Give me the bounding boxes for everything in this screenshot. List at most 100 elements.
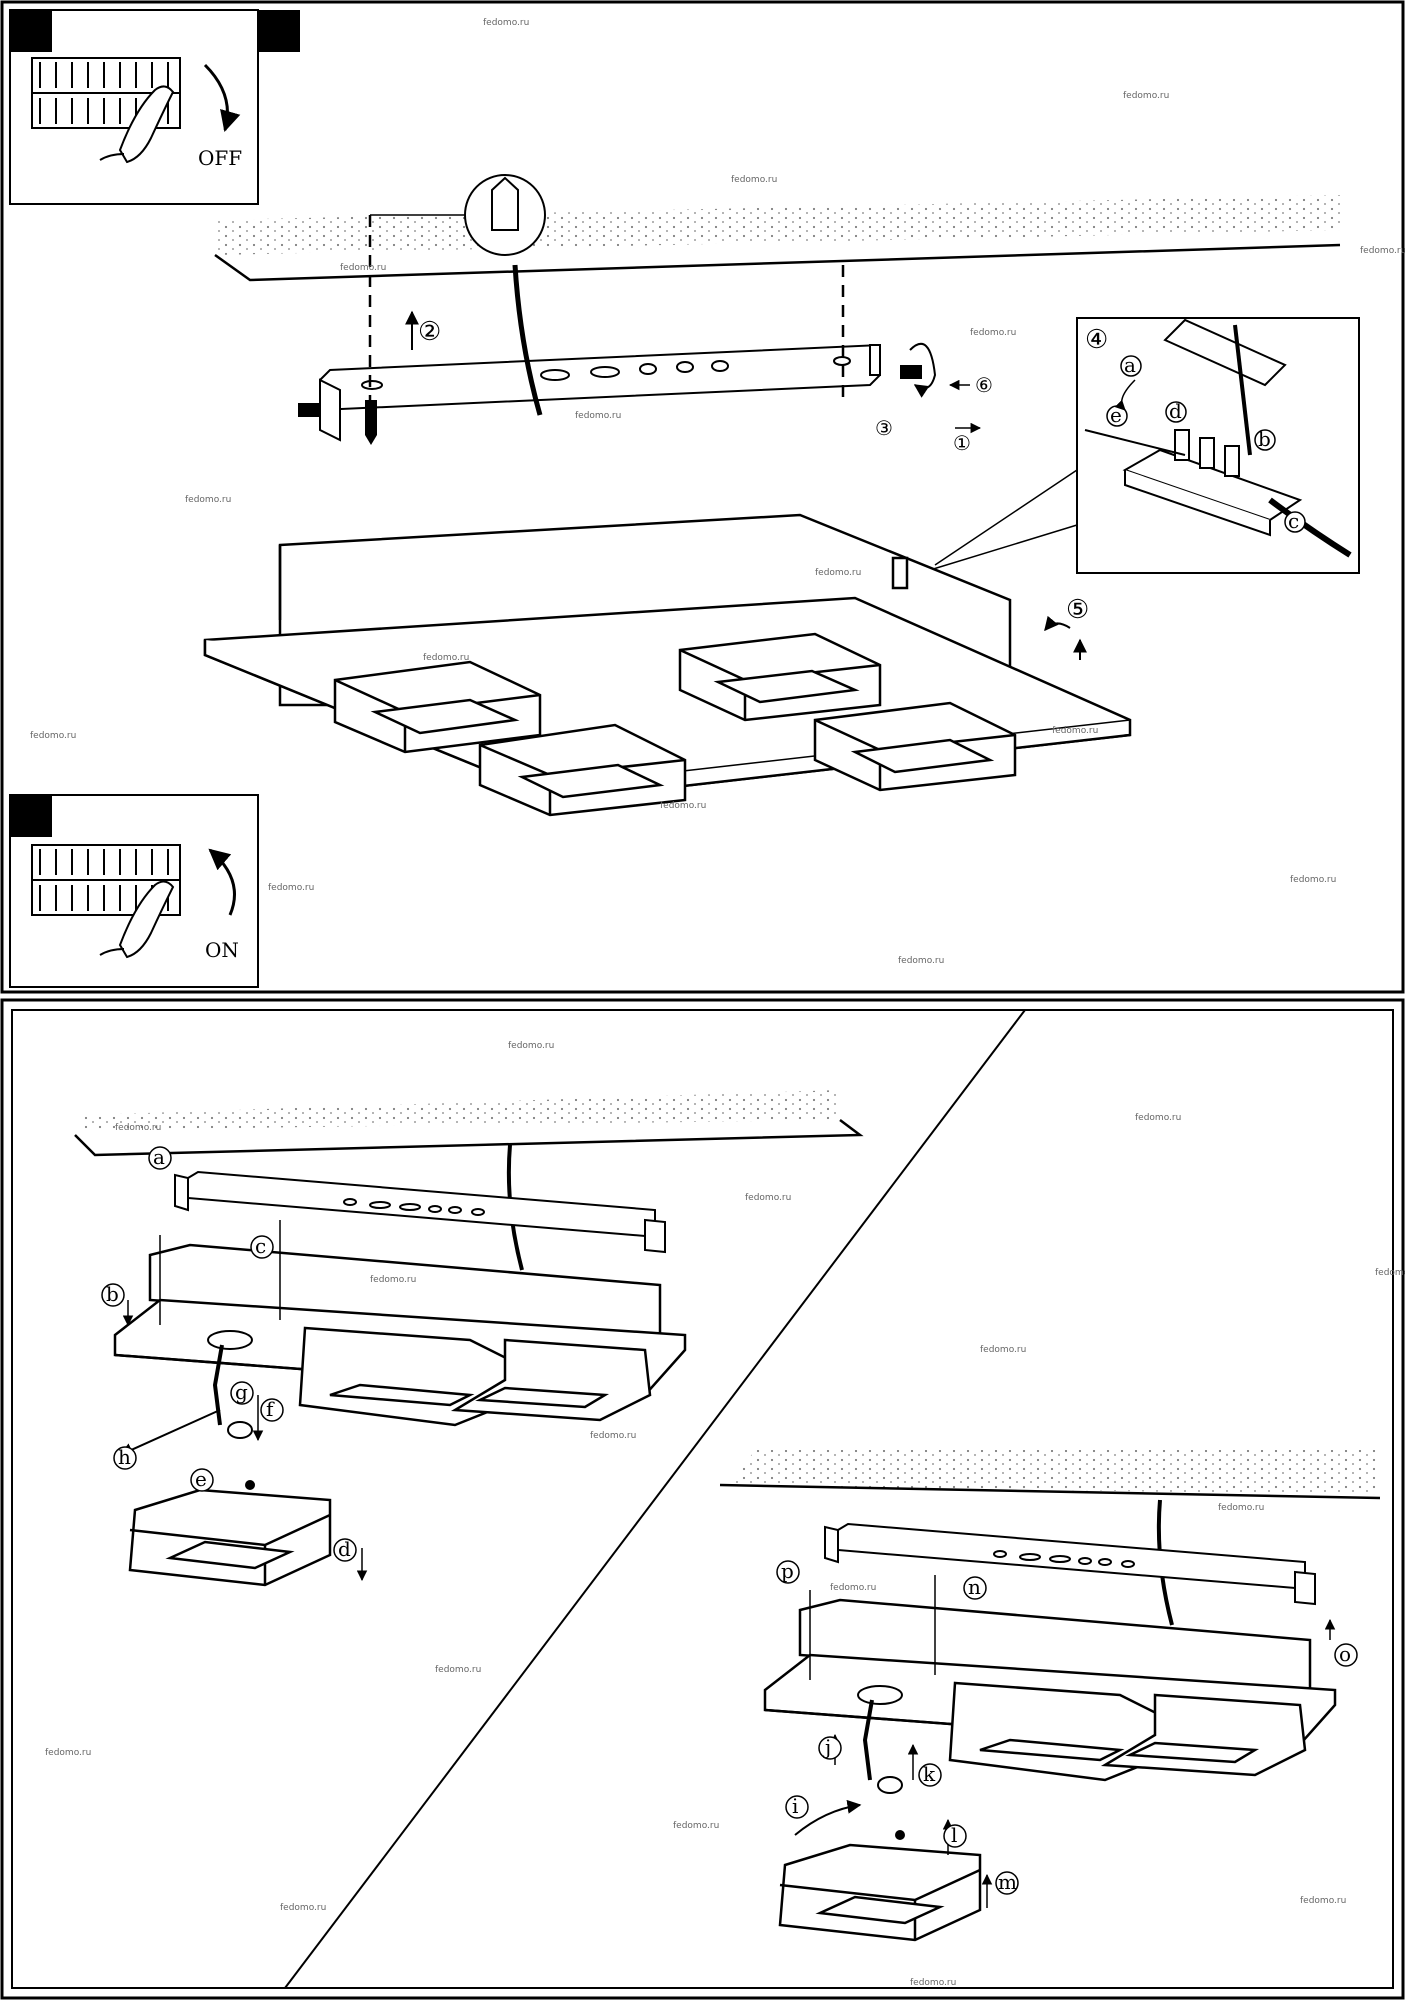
turn-off-arrow-icon [203, 63, 241, 133]
rotate-arrow-icon [909, 343, 937, 398]
watermark: fedomo.ru [435, 1665, 481, 1675]
watermark: fedomo.ru [898, 956, 944, 966]
watermark: fedomo.ru [423, 653, 469, 663]
watermark: fedomo.ru [830, 1583, 876, 1593]
detail-label-a: a [1124, 353, 1136, 377]
detail-label-b: b [1258, 427, 1271, 451]
label-g: g [235, 1380, 248, 1404]
wire-icon [1084, 429, 1186, 456]
watermark: fedomo.ru [575, 411, 621, 421]
step-marker-square [10, 10, 52, 52]
label-l: l [951, 1823, 957, 1847]
watermark: fedomo.ru [268, 883, 314, 893]
watermark: fedomo.ru [731, 175, 777, 185]
light-head [678, 632, 882, 722]
label-o: o [1339, 1642, 1351, 1666]
mounting-bracket [174, 1170, 666, 1254]
mounting-bracket [319, 343, 881, 442]
detail-label-d: d [1169, 399, 1182, 423]
light-head [1100, 1693, 1307, 1777]
label-b: b [106, 1282, 119, 1306]
step-1-label: ① [953, 431, 971, 455]
step-2-label: ② [418, 317, 441, 347]
wall-plug-icon [491, 176, 519, 231]
watermark: fedomo.ru [280, 1903, 326, 1913]
watermark: fedomo.ru [45, 1748, 91, 1758]
label-p: p [781, 1559, 794, 1583]
cable-icon [1268, 497, 1352, 558]
step-marker-square [258, 10, 300, 52]
watermark: fedomo.ru [340, 263, 386, 273]
light-head-attaching [778, 1843, 982, 1942]
watermark: fedomo.ru [1123, 91, 1169, 101]
switch-off-label: OFF [198, 146, 242, 170]
watermark: fedomo.ru [1300, 1896, 1346, 1906]
watermark: fedomo.ru [1218, 1503, 1264, 1513]
light-head [478, 723, 687, 817]
light-head [813, 701, 1017, 792]
step-labels-right: i j k l m n o p [776, 1559, 1358, 1895]
switch-on-inset: ON [9, 794, 259, 988]
connector-icon [877, 1776, 904, 1794]
panel-bottom: a b c d e f g h [0, 998, 1405, 2000]
label-e: e [195, 1467, 207, 1491]
connector-icon [227, 1421, 254, 1439]
label-f: f [266, 1397, 275, 1421]
terminal-block-icon [1122, 318, 1303, 537]
step-labels-left: a b c d e f g h [101, 1145, 357, 1562]
label-m: m [998, 1870, 1017, 1894]
label-a: a [153, 1145, 165, 1169]
screw-icon [900, 365, 922, 379]
step-5-label: ⑤ [1066, 595, 1089, 625]
watermark: fedomo.ru [370, 1275, 416, 1285]
hand-icon [99, 85, 175, 164]
watermark: fedomo.ru [910, 1978, 956, 1988]
watermark: fedomo.ru [1360, 246, 1405, 256]
panel-divider [284, 1009, 1026, 1989]
light-head [333, 660, 542, 754]
step-marker-square [10, 795, 52, 837]
hand-icon [99, 880, 175, 959]
terminal-detail-inset: ④ a b c d e [1076, 317, 1360, 574]
panel-top-frame [0, 0, 1405, 994]
watermark: fedomo.ru [1135, 1113, 1181, 1123]
screw-icon [298, 403, 320, 417]
callout-line [929, 469, 1078, 571]
watermark: fedomo.ru [115, 1123, 161, 1133]
light-head [450, 1338, 652, 1422]
watermark: fedomo.ru [815, 568, 861, 578]
watermark: fedomo.ru [1290, 875, 1336, 885]
label-n: n [968, 1575, 981, 1599]
step-6-label: ⑥ [975, 373, 993, 397]
watermark: fedomo.ru [970, 328, 1016, 338]
watermark: fedomo.ru [660, 801, 706, 811]
power-cable [512, 264, 543, 416]
wall-plug-detail [370, 174, 546, 256]
turn-on-arrow-icon [208, 848, 236, 916]
panel-bottom-frame [0, 998, 1405, 2000]
detail-label-e: e [1110, 403, 1122, 427]
watermark: fedomo.ru [30, 731, 76, 741]
watermark: fedomo.ru [1375, 1268, 1405, 1278]
screw-icon [245, 1480, 255, 1490]
step-4-label: ④ [1085, 325, 1108, 355]
watermark: fedomo.ru [745, 1193, 791, 1203]
step-3-label: ③ [875, 416, 893, 440]
installation-diagram: i j k l m n o p [719, 1450, 1381, 1942]
watermark: fedomo.ru [980, 1345, 1026, 1355]
detail-label-c: c [1288, 509, 1299, 533]
label-c: c [255, 1234, 266, 1258]
screw-icon [895, 1830, 905, 1840]
watermark: fedomo.ru [1052, 726, 1098, 736]
rotate-arrow-icon [1044, 615, 1071, 632]
label-i: i [792, 1794, 798, 1818]
watermark: fedomo.ru [508, 1041, 554, 1051]
switch-off-inset: OFF [9, 9, 300, 205]
light-head [298, 1326, 512, 1427]
watermark: fedomo.ru [483, 18, 529, 28]
removal-diagram: a b c d e f g h [74, 1090, 864, 1587]
label-d: d [338, 1537, 351, 1561]
screw-icon [365, 400, 377, 445]
